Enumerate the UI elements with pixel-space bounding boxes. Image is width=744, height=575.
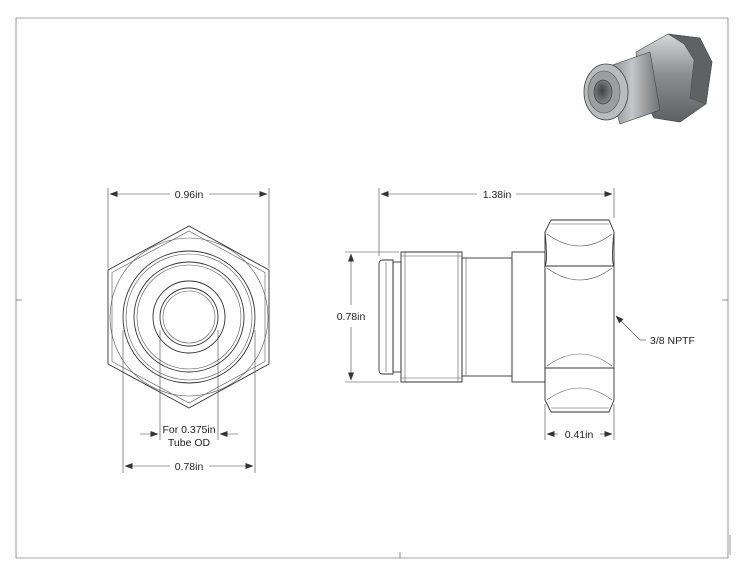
dim-front-body: 0.78in — [175, 461, 204, 473]
side-release-collar — [378, 259, 394, 375]
dim-tube-label-2: Tube OD — [168, 437, 211, 449]
dim-front-width: 0.96in — [175, 189, 204, 201]
render-hex-face — [667, 33, 713, 105]
front-tube-bore-inner — [162, 290, 216, 344]
side-hex-curve-mid-top — [546, 267, 613, 281]
thread-callout: 3/8 NPTF — [650, 335, 695, 347]
dim-tube-label-1: For 0.375in — [162, 424, 215, 436]
front-collet-inner — [136, 264, 242, 370]
side-neck — [461, 257, 513, 377]
front-release-ring — [152, 280, 226, 354]
side-hex-curve-bot — [546, 387, 613, 401]
side-hex-flat-top — [544, 231, 615, 267]
front-view — [107, 225, 270, 409]
front-hex — [107, 225, 270, 409]
side-view — [378, 219, 615, 413]
front-body-circle-2 — [125, 253, 253, 381]
dim-hex-length: 0.41in — [565, 429, 594, 441]
front-body-circle — [122, 250, 256, 384]
front-collet-outer — [133, 261, 245, 373]
fitting-render — [583, 33, 713, 125]
side-shoulder — [511, 251, 546, 383]
side-hex-nut — [544, 219, 615, 413]
render-bore — [593, 79, 613, 105]
front-tube-bore — [159, 287, 219, 347]
side-hex-curve-mid-bot — [546, 353, 613, 367]
side-collet — [392, 261, 402, 373]
thread-leader — [615, 315, 641, 341]
side-body — [400, 251, 463, 383]
front-hex-chamfer — [111, 230, 266, 404]
sheet-border — [15, 17, 729, 559]
dim-side-length: 1.38in — [483, 189, 512, 201]
side-hex-curve-top — [546, 233, 613, 247]
dim-side-height: 0.78in — [337, 311, 366, 323]
front-chamfer-circle — [109, 237, 269, 397]
